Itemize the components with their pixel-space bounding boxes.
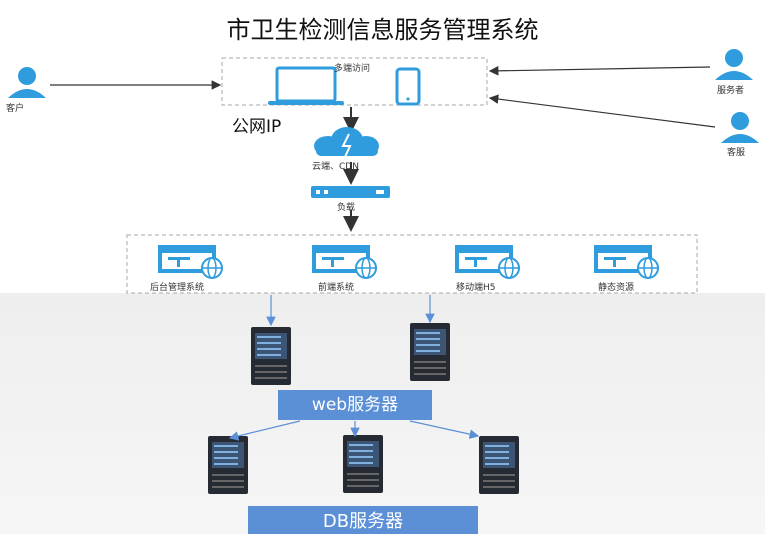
- app-label-frontend: 前端系统: [318, 283, 355, 293]
- server-user-label: 服务者: [717, 86, 745, 96]
- multi-access-label: 多端访问: [334, 64, 371, 74]
- page-title: 市卫生检测信息服务管理系统: [226, 16, 539, 44]
- app-label-admin: 后台管理系统: [150, 283, 205, 293]
- service-arrow: [488, 94, 716, 128]
- laptop-icon: [268, 66, 344, 105]
- web-app-icon: [455, 245, 520, 279]
- service-user-icon: [721, 112, 759, 143]
- apps-box: [126, 234, 698, 294]
- db-server-label: DB服务器: [248, 506, 478, 534]
- db-server-icon: [479, 436, 519, 494]
- web-server-label: web服务器: [278, 390, 432, 420]
- db-server-icon: [208, 436, 248, 494]
- customer-user-icon: [8, 67, 46, 98]
- app-label-mobile-h5: 移动端H5: [456, 283, 496, 293]
- server-user-icon: [715, 49, 753, 80]
- web-to-db-right-arrow: [409, 420, 480, 439]
- web-server-icon: [251, 327, 291, 385]
- load-balancer-icon: [311, 186, 390, 198]
- load-balancer-label: 负载: [337, 203, 356, 213]
- web-app-icon: [312, 245, 377, 279]
- web-server-icon: [410, 323, 450, 381]
- web-app-icon: [594, 245, 659, 279]
- web-app-icon: [158, 245, 223, 279]
- service-label: 客服: [727, 148, 746, 158]
- app-label-static: 静态资源: [598, 283, 635, 293]
- web-to-db-left-arrow: [228, 420, 301, 441]
- server-user-arrow: [488, 66, 711, 76]
- customer-label: 客户: [6, 104, 25, 114]
- cloud-icon: [314, 127, 379, 158]
- cloud-cdn-label: 云端、CDN: [312, 162, 359, 172]
- multi-access-box: [221, 57, 488, 106]
- public-ip-label: 公网IP: [232, 117, 282, 137]
- db-server-icon: [343, 435, 383, 493]
- phone-icon: [395, 67, 421, 106]
